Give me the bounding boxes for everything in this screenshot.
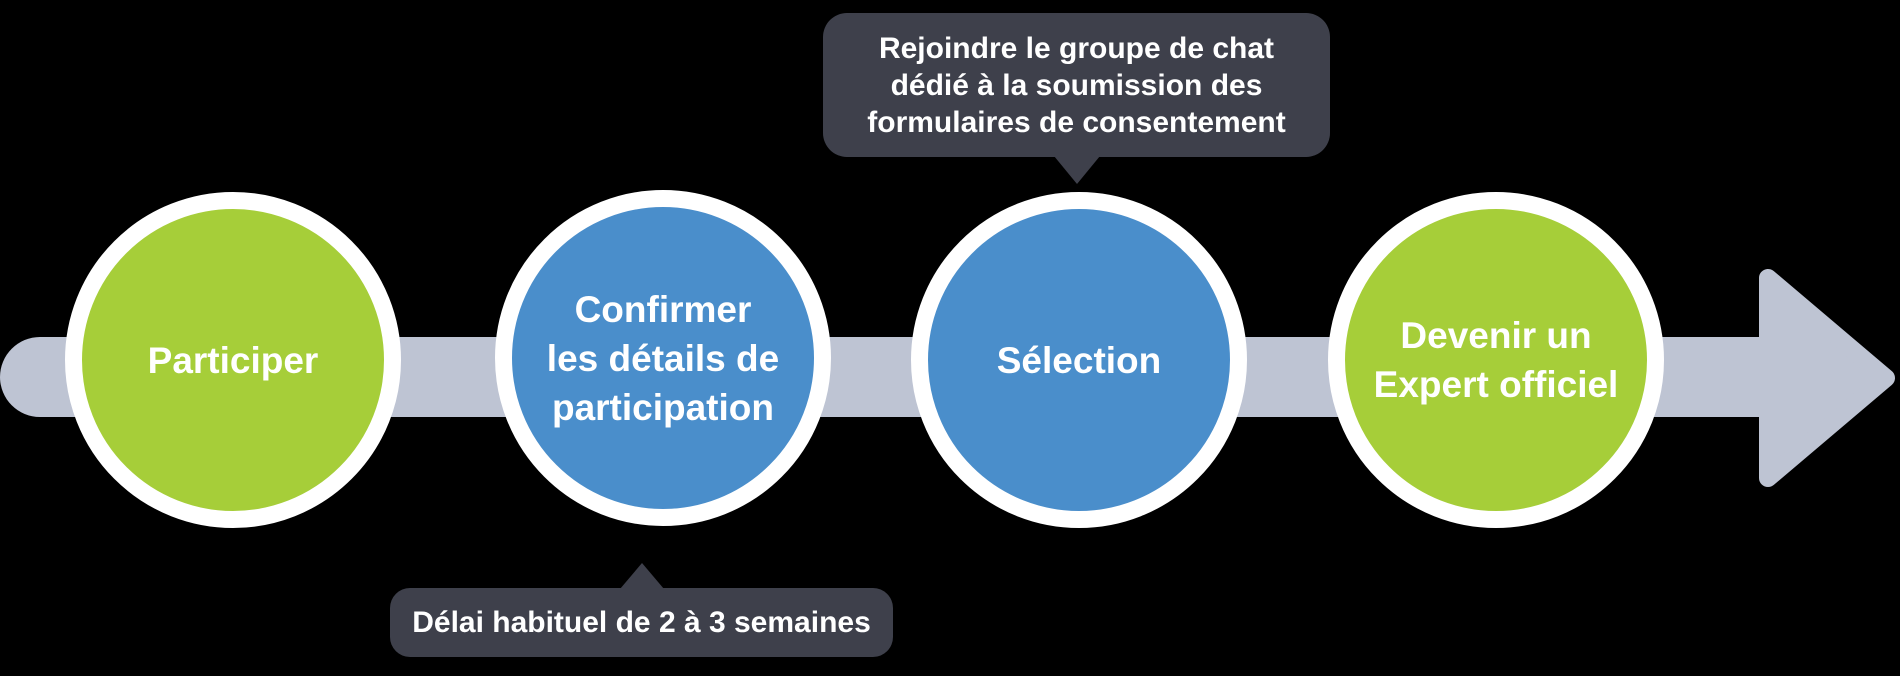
step-participer: Participer	[65, 192, 401, 528]
tooltip-tail-up	[619, 563, 664, 589]
step-selection-label: Sélection	[996, 339, 1162, 381]
step-selection: Sélection	[911, 192, 1247, 528]
arrow-right-icon	[1759, 269, 1895, 487]
tooltip-delai-text: Délai habituel de 2 à 3 semaines	[412, 606, 871, 639]
tooltip-delai: Délai habituel de 2 à 3 semaines	[390, 563, 893, 657]
step-participer-label: Participer	[147, 339, 319, 381]
tooltip-tail-down	[1053, 156, 1100, 184]
